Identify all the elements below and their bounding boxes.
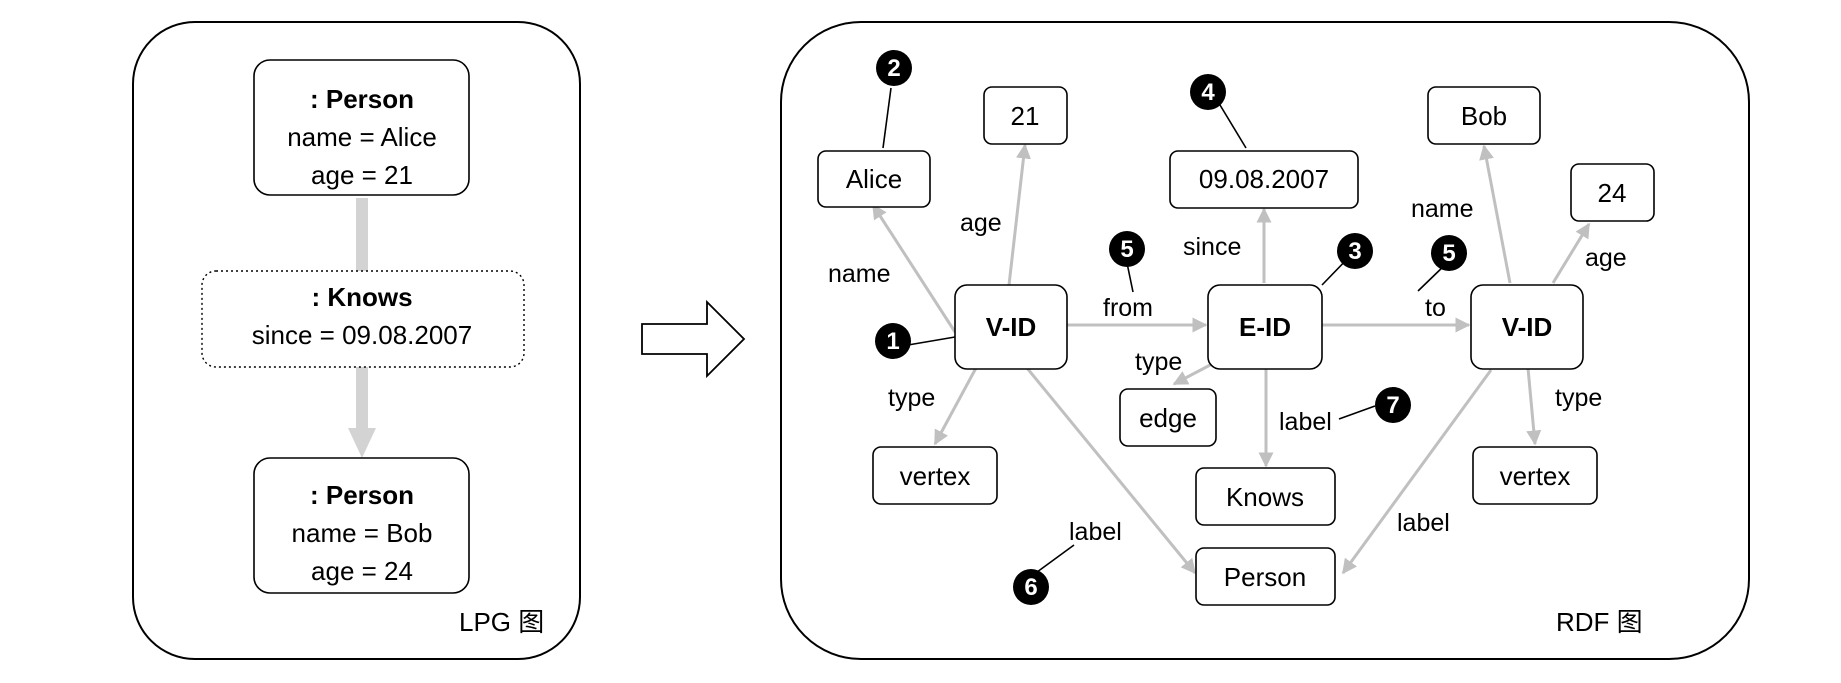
rdf-edges [871,143,1591,575]
lpg-caption: LPG 图 [459,607,544,637]
edge-label-since: since [1183,233,1241,261]
rdf-marker-4: 4 [1190,74,1226,110]
rdf-node-bob: Bob [1427,86,1541,145]
lpg-person1-title: : Person [310,84,414,114]
rdf-marker-7: 7 [1375,387,1411,423]
rdf-marker-3: 3 [1337,233,1373,269]
edge-vid-left-to-age21 [1007,143,1031,286]
lpg-person-node-alice: : Person name = Alice age = 21 [253,59,470,196]
svg-text:E-ID: E-ID [1239,312,1291,342]
rdf-node-vertex-right: vertex [1472,446,1598,505]
edge-label-age-left: age [960,209,1002,237]
edge-vid-right-to-bob [1479,144,1512,284]
edge-label-label-mid: label [1279,408,1332,436]
svg-text:Person: Person [1224,562,1306,592]
edge-eid-to-edge [1172,361,1215,386]
rdf-edge-labels: name age from since to name age type typ… [828,195,1627,546]
rdf-node-person: Person [1195,547,1336,606]
svg-text:7: 7 [1386,392,1399,419]
lpg-knows-arrowhead [348,428,376,458]
rdf-marker-2: 2 [876,50,912,86]
edge-vid-right-to-age24 [1551,222,1591,284]
svg-text:edge: edge [1139,403,1197,433]
svg-text:2: 2 [887,55,900,82]
edge-label-age-right: age [1585,244,1627,272]
edge-label-to: to [1425,294,1446,322]
rdf-node-age-24: 24 [1570,163,1655,222]
rdf-marker-5-from: 5 [1109,231,1145,267]
svg-text:21: 21 [1011,101,1040,131]
edge-label-type-mid: type [1135,348,1182,376]
rdf-marker-6: 6 [1013,569,1049,605]
rdf-node-date: 09.08.2007 [1169,150,1359,209]
svg-text:V-ID: V-ID [986,312,1037,342]
svg-text:Bob: Bob [1461,101,1507,131]
svg-text:3: 3 [1348,238,1361,265]
svg-text:09.08.2007: 09.08.2007 [1199,164,1329,194]
svg-text:vertex: vertex [900,461,971,491]
svg-text:V-ID: V-ID [1502,312,1553,342]
rdf-node-vid-left: V-ID [954,284,1068,370]
lpg-knows-node: : Knows since = 09.08.2007 [201,270,525,368]
rdf-node-vertex-left: vertex [872,446,998,505]
lpg-person2-name: name = Bob [292,518,433,548]
edge-label-name-left: name [828,260,891,288]
lpg-person1-age: age = 21 [311,160,413,190]
rdf-marker-5-to: 5 [1431,235,1467,271]
edge-label-type-right: type [1555,384,1602,412]
edge-vid-left-to-alice [871,203,957,333]
svg-text:1: 1 [886,328,899,355]
svg-text:5: 5 [1120,236,1133,263]
rdf-node-edge: edge [1119,388,1217,447]
svg-text:4: 4 [1201,79,1215,106]
lpg-person1-name: name = Alice [287,122,437,152]
rdf-marker-1: 1 [875,323,911,359]
rdf-node-age-21: 21 [983,86,1068,145]
edge-vid-right-to-vertex [1526,367,1542,446]
rdf-panel: name age from since to name age type typ… [780,21,1750,660]
edge-label-type-left: type [888,384,935,412]
rdf-node-eid: E-ID [1207,284,1323,370]
edge-vid-left-to-vertex [933,367,978,446]
edge-vid-left-to-person [1025,367,1197,575]
edge-vid-right-to-person [1341,369,1493,575]
svg-text:vertex: vertex [1500,461,1571,491]
rdf-node-alice: Alice [817,150,931,208]
svg-text:Alice: Alice [846,164,902,194]
lpg-knows-since: since = 09.08.2007 [252,320,472,350]
lpg-person-node-bob: : Person name = Bob age = 24 [253,457,470,594]
svg-text:6: 6 [1024,574,1037,601]
svg-text:24: 24 [1598,178,1627,208]
edge-label-label-left: label [1069,518,1122,546]
rdf-caption: RDF 图 [1556,607,1643,637]
lpg-knows-title: : Knows [311,282,412,312]
lpg-person2-age: age = 24 [311,556,413,586]
edge-label-label-right: label [1397,509,1450,537]
lpg-person2-title: : Person [310,480,414,510]
edge-label-name-right: name [1411,195,1474,223]
rdf-node-vid-right: V-ID [1470,284,1584,370]
edge-label-from: from [1103,294,1153,322]
svg-text:5: 5 [1442,240,1455,267]
rdf-node-knows: Knows [1195,467,1336,526]
lpg-panel: : Person name = Alice age = 21 : Knows s… [132,21,581,660]
svg-text:Knows: Knows [1226,482,1304,512]
transform-arrow-icon [641,299,746,379]
